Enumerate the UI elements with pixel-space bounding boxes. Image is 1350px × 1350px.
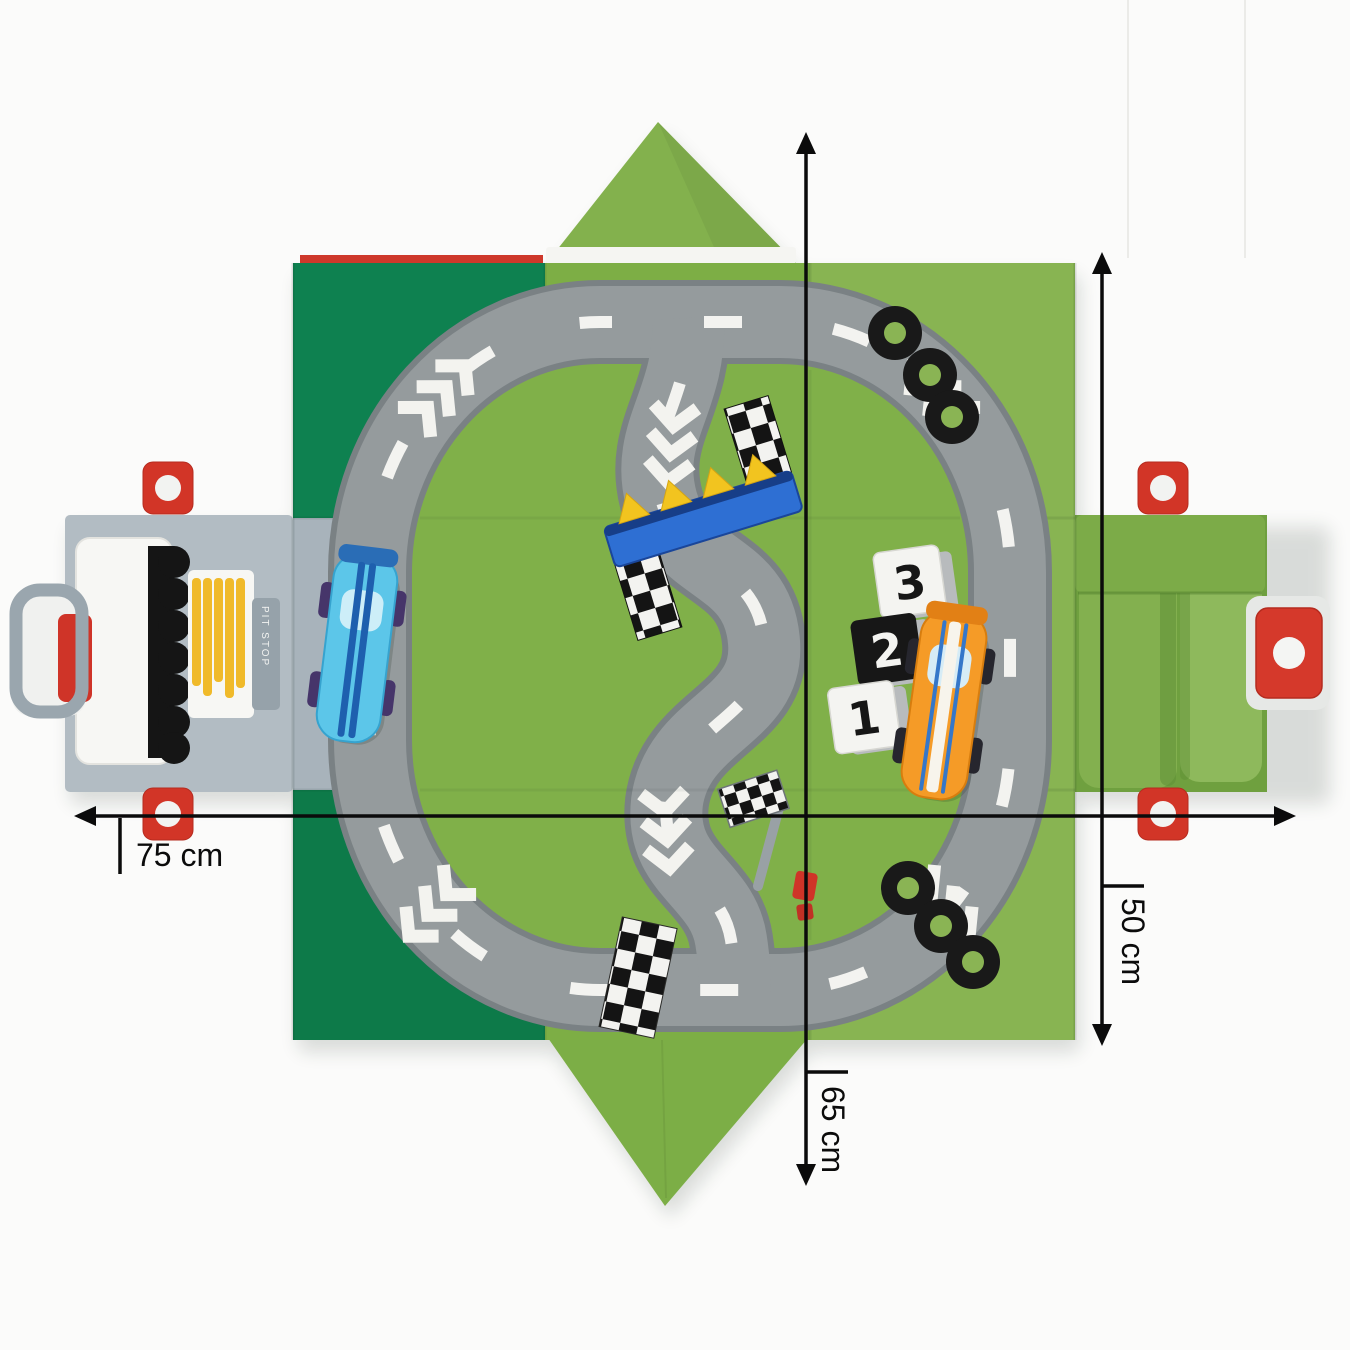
- arrowhead-down: [1092, 1024, 1112, 1046]
- tire: [946, 935, 1000, 989]
- dimension-height: 50 cm: [1092, 252, 1151, 1046]
- podium-step-1: [826, 680, 902, 755]
- race-track: [328, 280, 1052, 1039]
- car-windshield: [339, 589, 384, 632]
- blue-race-car: [307, 544, 407, 745]
- flag-cloth: [716, 769, 791, 829]
- dimension-annotations: 75 cm 50 cm 65 cm: [74, 132, 1296, 1186]
- dimension-width: 75 cm: [74, 806, 1296, 874]
- track-infield: [404, 356, 976, 956]
- car-spoiler: [338, 544, 399, 568]
- red-tab-bottom-right: [1137, 787, 1189, 841]
- tire: [925, 390, 979, 444]
- velcro-strip: [546, 247, 796, 264]
- carry-handle-right: [1246, 596, 1330, 710]
- arrowhead-down: [796, 1164, 816, 1186]
- length-label: 65 cm: [815, 1086, 851, 1173]
- arrowhead-up: [1092, 252, 1112, 274]
- lane-dashes-s-curve: [651, 317, 771, 995]
- podium-number-3: 3: [890, 554, 929, 612]
- tire: [914, 899, 968, 953]
- pit-sign-bar: [252, 598, 280, 710]
- top-flap: [545, 122, 798, 265]
- car-spoiler: [926, 600, 988, 626]
- arrowhead-up: [796, 132, 816, 154]
- height-label: 50 cm: [1115, 898, 1151, 985]
- podium-step-3: [872, 544, 947, 619]
- red-tab-top-right: [1137, 461, 1189, 515]
- arrowhead-right: [1274, 806, 1296, 826]
- folded-extension-panel: [1075, 515, 1267, 792]
- felt-tires-top: [868, 306, 979, 444]
- pit-stop-sign: PIT STOP: [259, 606, 270, 667]
- dimension-length: 65 cm: [796, 132, 851, 1186]
- red-tab-bottom-left: [142, 787, 194, 841]
- orange-race-car: [892, 600, 996, 802]
- arrowhead-left: [74, 806, 96, 826]
- pit-fringe-curtain: [192, 578, 245, 698]
- lane-dashes-ring: [364, 316, 1016, 996]
- pit-stop-building: PIT STOP: [75, 537, 280, 765]
- felt-tires-bottom: [881, 861, 1000, 989]
- red-tabs: [142, 461, 1189, 841]
- gantry-bunting-flags: [618, 453, 777, 525]
- width-label: 75 cm: [136, 837, 223, 873]
- carry-handle-left: [9, 583, 92, 719]
- tire: [868, 306, 922, 360]
- red-tab-top-left: [142, 461, 194, 515]
- snap-button: [1273, 637, 1305, 669]
- finish-line: [598, 916, 678, 1039]
- podium-number-1: 1: [845, 689, 884, 747]
- tire: [881, 861, 935, 915]
- start-gantry: [603, 395, 803, 641]
- pit-scalloped-awning: [148, 546, 190, 764]
- tire: [903, 348, 957, 402]
- podium-number-2: 2: [867, 621, 906, 679]
- bottom-flap: [548, 1038, 808, 1206]
